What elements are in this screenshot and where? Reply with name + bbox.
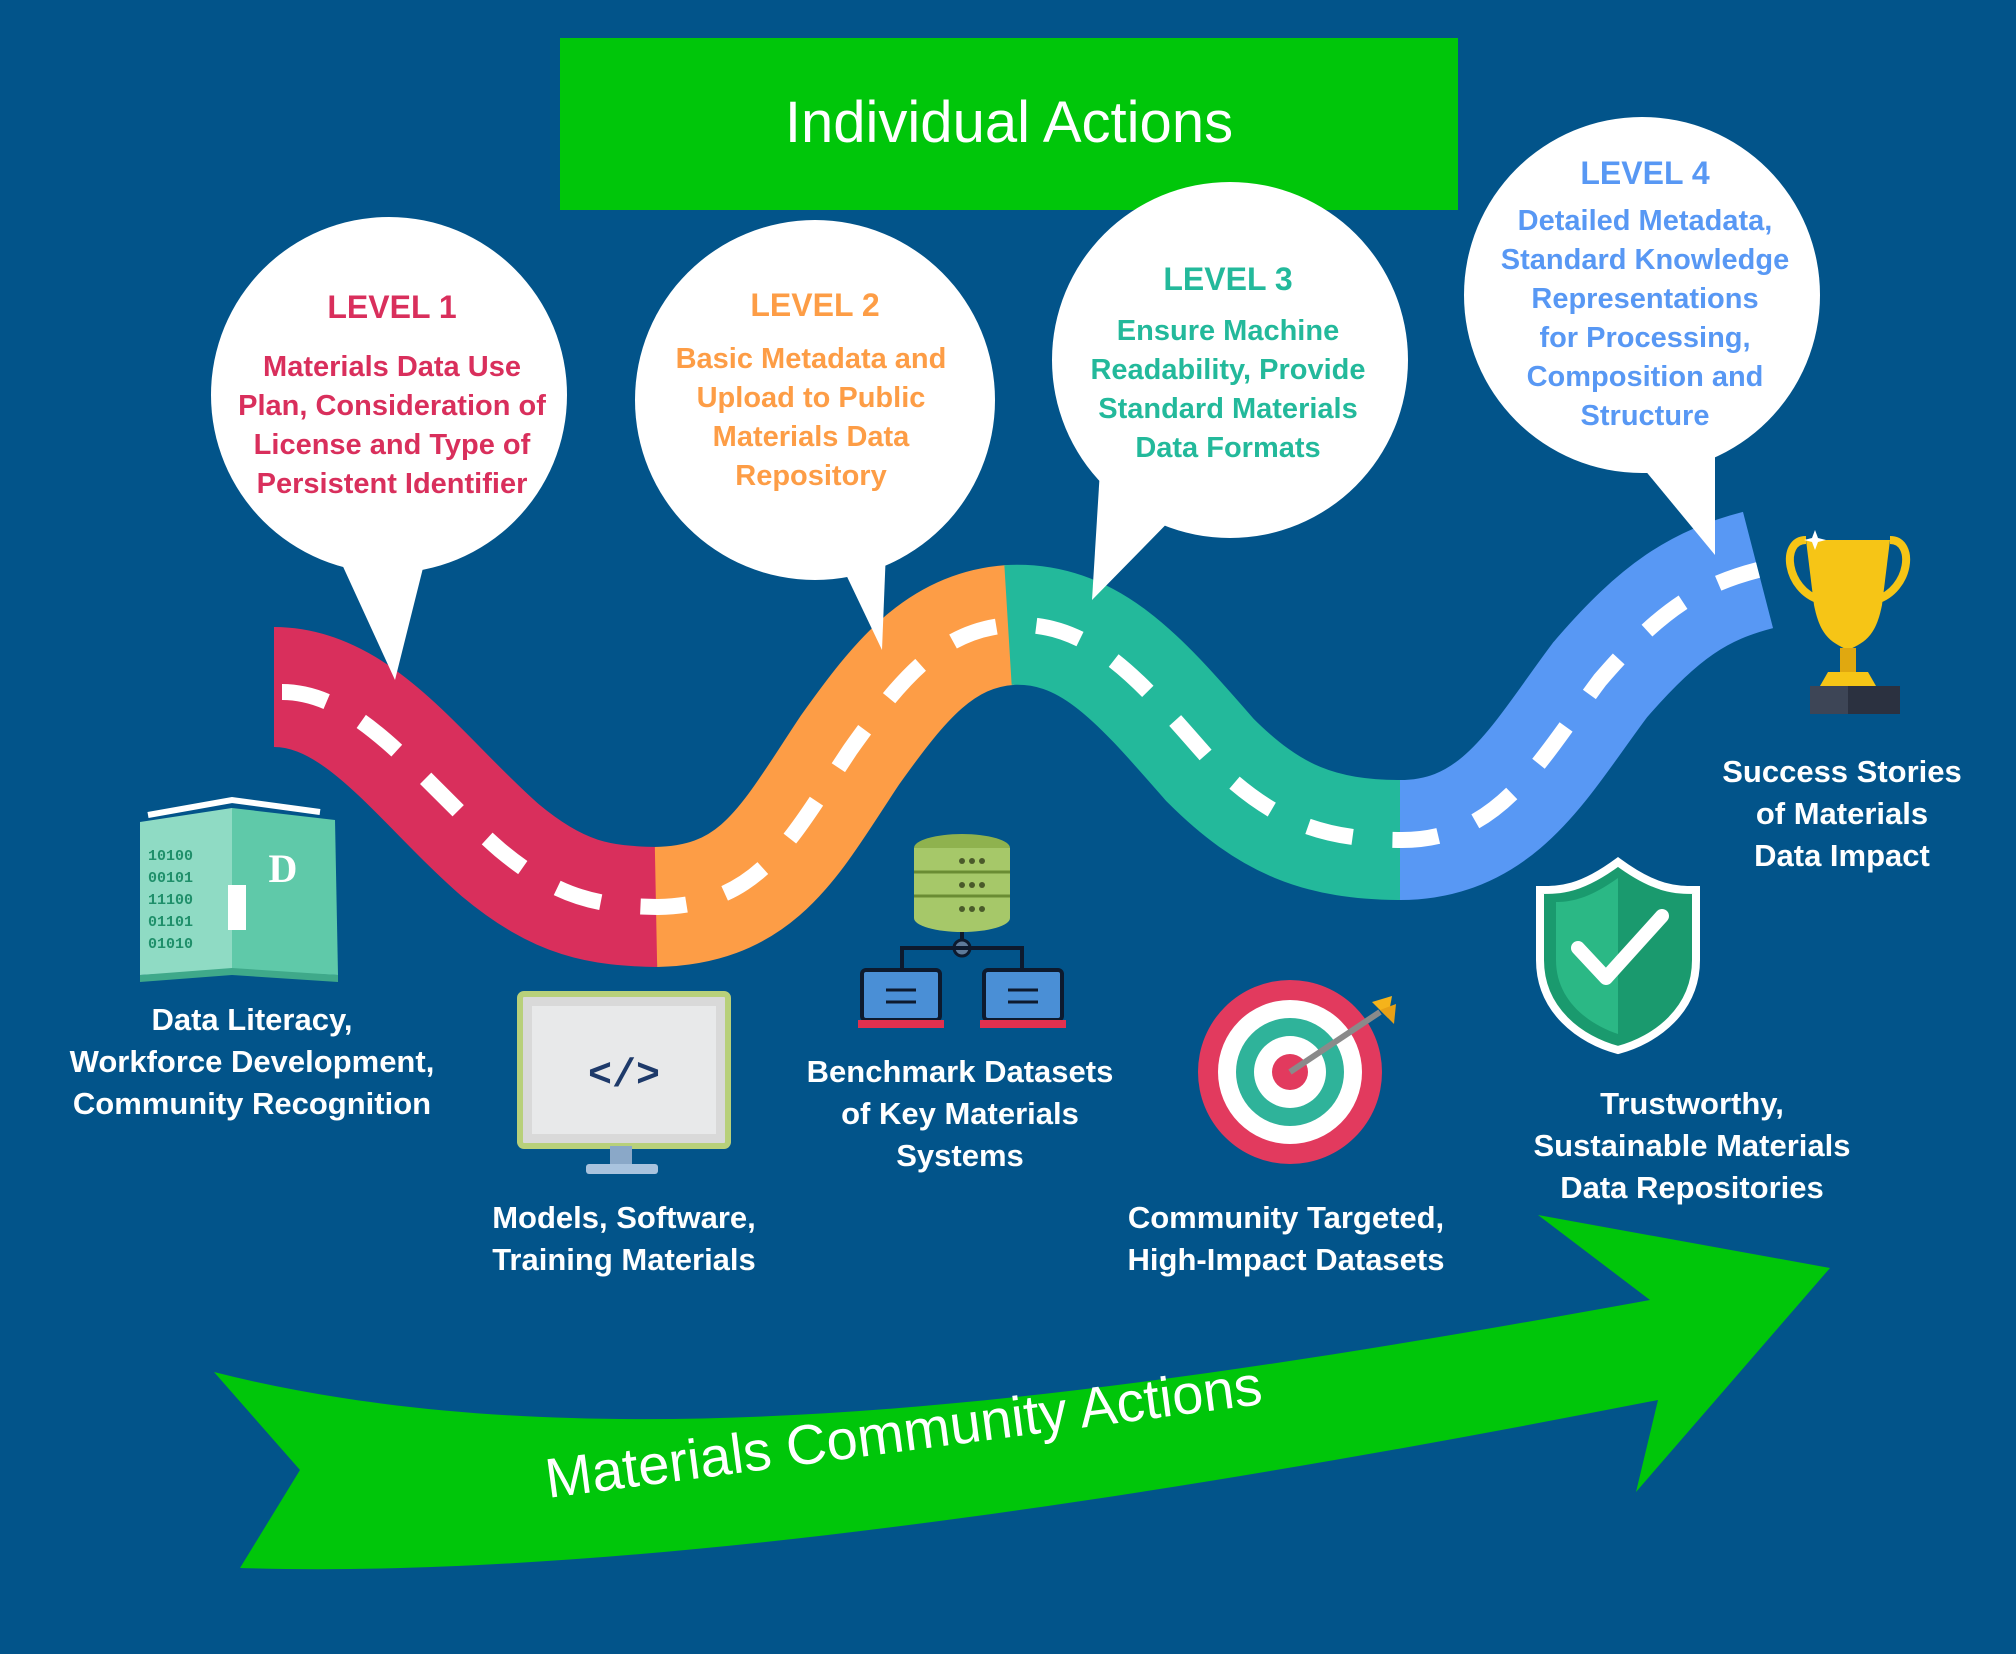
- header-title: Individual Actions: [785, 90, 1233, 155]
- outcome-line: Data Repositories: [1560, 1170, 1824, 1205]
- level-2-line: Basic Metadata and: [676, 343, 947, 375]
- road: [270, 511, 1774, 967]
- level-2-title: LEVEL 2: [750, 287, 879, 323]
- outcome-benchmark: Benchmark Datasets of Key Materials Syst…: [807, 1054, 1114, 1173]
- level-4-line: Structure: [1581, 400, 1710, 432]
- level-4-title: LEVEL 4: [1580, 155, 1709, 191]
- community-actions-arrow: Materials Community Actions: [214, 1215, 1830, 1570]
- road-center-line: [281, 562, 1761, 916]
- level-1-title: LEVEL 1: [327, 289, 456, 325]
- level-2-bubble: LEVEL 2 Basic Metadata and Upload to Pub…: [635, 220, 995, 650]
- level-2-line: Upload to Public: [697, 382, 926, 414]
- level-2-line: Repository: [735, 460, 886, 492]
- outcome-line: Success Stories: [1722, 754, 1962, 789]
- outcome-line: Models, Software,: [492, 1200, 756, 1235]
- book-binary-line: 01010: [148, 936, 193, 953]
- book-binary-line: 01101: [148, 914, 193, 931]
- database-network-icon: [858, 834, 1066, 1028]
- book-binary-line: 11100: [148, 892, 193, 909]
- level-1-bubble: LEVEL 1 Materials Data Use Plan, Conside…: [211, 217, 567, 680]
- level-4-bubble: LEVEL 4 Detailed Metadata, Standard Know…: [1464, 117, 1820, 555]
- outcome-line: of Materials: [1756, 796, 1928, 831]
- level-4-line: for Processing,: [1539, 322, 1750, 354]
- outcome-community: Community Targeted, High-Impact Datasets: [1128, 1200, 1445, 1277]
- level-3-line: Data Formats: [1135, 432, 1320, 464]
- road-segment-level-3: [1004, 564, 1403, 900]
- road-segment-level-1: [270, 627, 660, 967]
- level-4-line: Representations: [1531, 283, 1758, 315]
- outcome-line: Community Targeted,: [1128, 1200, 1444, 1235]
- monitor-code-glyph: </>: [588, 1054, 660, 1099]
- outcome-line: Workforce Development,: [70, 1044, 435, 1079]
- shield-check-icon: [1536, 857, 1700, 1055]
- level-3-line: Readability, Provide: [1090, 354, 1365, 386]
- level-1-line: Persistent Identifier: [257, 468, 528, 500]
- outcome-line: Community Recognition: [73, 1086, 431, 1121]
- outcome-line: High-Impact Datasets: [1128, 1242, 1445, 1277]
- level-3-line: Standard Materials: [1098, 393, 1357, 425]
- outcome-success: Success Stories of Materials Data Impact: [1722, 754, 1962, 873]
- book-binary-line: 10100: [148, 848, 193, 865]
- level-4-line: Composition and: [1527, 361, 1764, 393]
- level-4-line: Detailed Metadata,: [1518, 205, 1773, 237]
- outcome-trustworthy: Trustworthy, Sustainable Materials Data …: [1533, 1086, 1850, 1205]
- outcome-line: Benchmark Datasets: [807, 1054, 1114, 1089]
- book-letter: D: [269, 846, 298, 891]
- level-3-line: Ensure Machine: [1117, 315, 1339, 347]
- level-3-title: LEVEL 3: [1163, 261, 1292, 297]
- outcome-models: Models, Software, Training Materials: [492, 1200, 756, 1277]
- code-monitor-icon: </>: [517, 991, 731, 1174]
- header-banner: Individual Actions: [560, 38, 1458, 210]
- level-1-line: License and Type of: [254, 429, 531, 461]
- outcome-line: Training Materials: [492, 1242, 756, 1277]
- data-book-icon: D 10100 00101 11100 01101 01010: [140, 796, 338, 982]
- outcome-line: Sustainable Materials: [1533, 1128, 1850, 1163]
- level-3-bubble: LEVEL 3 Ensure Machine Readability, Prov…: [1052, 182, 1408, 600]
- outcome-line: of Key Materials: [841, 1096, 1079, 1131]
- level-1-line: Materials Data Use: [263, 351, 521, 383]
- book-binary-line: 00101: [148, 870, 193, 887]
- level-1-line: Plan, Consideration of: [238, 390, 546, 422]
- level-2-line: Materials Data: [713, 421, 911, 453]
- target-icon: [1198, 980, 1396, 1164]
- outcome-line: Systems: [896, 1138, 1024, 1173]
- level-4-line: Standard Knowledge: [1501, 244, 1789, 276]
- outcome-line: Data Literacy,: [151, 1002, 352, 1037]
- outcome-line: Data Impact: [1754, 838, 1930, 873]
- outcome-line: Trustworthy,: [1600, 1086, 1784, 1121]
- road-segment-level-4: [1397, 511, 1774, 900]
- trophy-icon: [1786, 530, 1910, 714]
- outcome-data-literacy: Data Literacy, Workforce Development, Co…: [70, 1002, 435, 1121]
